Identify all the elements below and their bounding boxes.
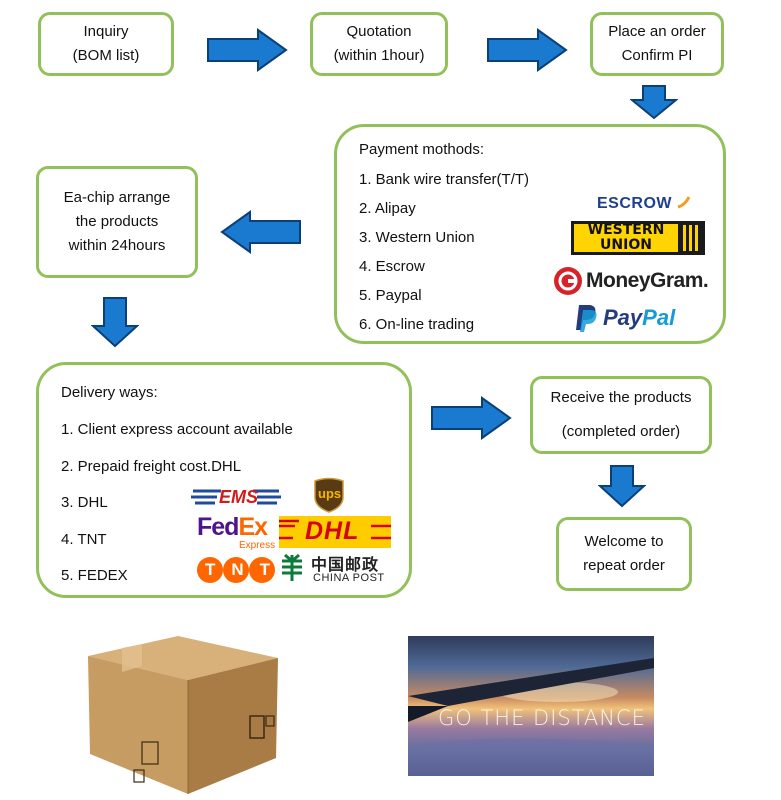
ups-logo: ups	[313, 477, 345, 518]
moneygram-globe-icon	[554, 267, 582, 295]
dhl-logo: DHL	[279, 516, 391, 548]
escrow-logo-text: ESCROW	[597, 195, 672, 212]
cardboard-box-image	[88, 636, 278, 794]
payment-item: 2. Alipay	[359, 200, 416, 217]
fedex-express-text: Express	[239, 540, 276, 551]
airplane-photo: GO THE DISTANCE	[408, 636, 654, 776]
dhl-stripes-icon	[279, 519, 391, 540]
step-welcome-line1: Welcome to	[584, 533, 664, 550]
delivery-item: 1. Client express account available	[61, 421, 293, 438]
fedex-text-ex: Ex	[238, 513, 268, 541]
tnt-circles-icon	[197, 557, 275, 583]
step-order-line1: Place an order	[608, 23, 706, 40]
payment-item: 5. Paypal	[359, 287, 422, 304]
china-post-emblem-icon	[282, 553, 302, 581]
ems-text: EMS	[219, 487, 259, 507]
fedex-text-fed: Fed	[197, 513, 239, 541]
delivery-item: 4. TNT	[61, 531, 107, 548]
step-receive-line2: (completed order)	[561, 423, 681, 440]
step-quotation-line1: Quotation	[346, 23, 412, 40]
step-receive-line1: Receive the products	[550, 389, 692, 406]
arrow-left-icon	[220, 210, 301, 254]
tnt-text: TNT	[205, 560, 287, 579]
china-post-en-text: CHINA POST	[313, 572, 385, 584]
step-arrange-line1: Ea-chip arrange	[63, 189, 171, 206]
arrow-right-icon	[207, 28, 288, 72]
ems-logo: EMS	[191, 485, 281, 511]
delivery-title: Delivery ways:	[61, 384, 158, 401]
china-post-cn-text: 中国邮政	[311, 557, 380, 574]
moneygram-logo: MoneyGram.	[553, 264, 709, 298]
paypal-p-icon	[576, 305, 597, 332]
escrow-swoosh-icon	[677, 196, 691, 209]
western-union-line1: WESTERN	[587, 222, 665, 238]
step-inquiry-line1: Inquiry	[83, 23, 129, 40]
step-quotation: Quotation (within 1hour)	[310, 12, 448, 76]
step-place-order: Place an order Confirm PI	[590, 12, 724, 76]
payment-item: 4. Escrow	[359, 258, 425, 275]
delivery-item: 5. FEDEX	[61, 567, 128, 584]
step-inquiry-line2: (BOM list)	[72, 47, 140, 64]
arrow-right-icon	[487, 28, 568, 72]
step-arrange-line2: the products	[75, 213, 159, 230]
western-union-line2: UNION	[600, 237, 652, 253]
arrow-down-icon	[630, 85, 678, 120]
china-post-logo: 中国邮政 CHINA POST	[279, 551, 395, 587]
payment-item: 3. Western Union	[359, 229, 475, 246]
moneygram-text: MoneyGram.	[586, 269, 709, 292]
step-arrange-line3: within 24hours	[68, 237, 166, 254]
arrow-down-icon	[598, 465, 646, 508]
photo-caption: GO THE DISTANCE	[438, 706, 646, 730]
step-welcome-repeat: Welcome to repeat order	[556, 517, 692, 591]
paypal-text-pay: Pay	[603, 305, 643, 330]
escrow-logo: ESCROW	[597, 195, 691, 213]
dhl-text: DHL	[305, 517, 360, 545]
delivery-item: 2. Prepaid freight cost.DHL	[61, 458, 242, 475]
arrow-down-icon	[91, 297, 139, 348]
step-receive-products: Receive the products (completed order)	[530, 376, 712, 454]
step-order-line2: Confirm PI	[621, 47, 693, 64]
step-welcome-line2: repeat order	[583, 557, 665, 574]
airplane-wing-icon	[408, 658, 654, 776]
paypal-logo: PayPal	[575, 303, 675, 333]
tnt-logo: TNT	[197, 555, 275, 585]
payment-item: 1. Bank wire transfer(T/T)	[359, 171, 530, 188]
payment-methods-panel: Payment mothods: 1. Bank wire transfer(T…	[334, 124, 726, 344]
delivery-ways-panel: Delivery ways: 1. Client express account…	[36, 362, 412, 598]
payment-title: Payment mothods:	[359, 141, 485, 158]
ups-text: ups	[318, 486, 342, 501]
step-quotation-line2: (within 1hour)	[333, 47, 425, 64]
western-union-logo: WESTERN UNION	[571, 221, 705, 255]
paypal-text-pal: Pal	[642, 305, 676, 330]
step-inquiry: Inquiry (BOM list)	[38, 12, 174, 76]
arrow-right-icon	[431, 396, 512, 440]
ems-wings-icon	[191, 489, 281, 505]
delivery-item: 3. DHL	[61, 494, 108, 511]
ups-shield-icon	[314, 477, 344, 513]
fedex-logo: FedEx Express	[197, 513, 277, 553]
step-arrange-products: Ea-chip arrange the products within 24ho…	[36, 166, 198, 278]
payment-item: 6. On-line trading	[359, 316, 475, 333]
